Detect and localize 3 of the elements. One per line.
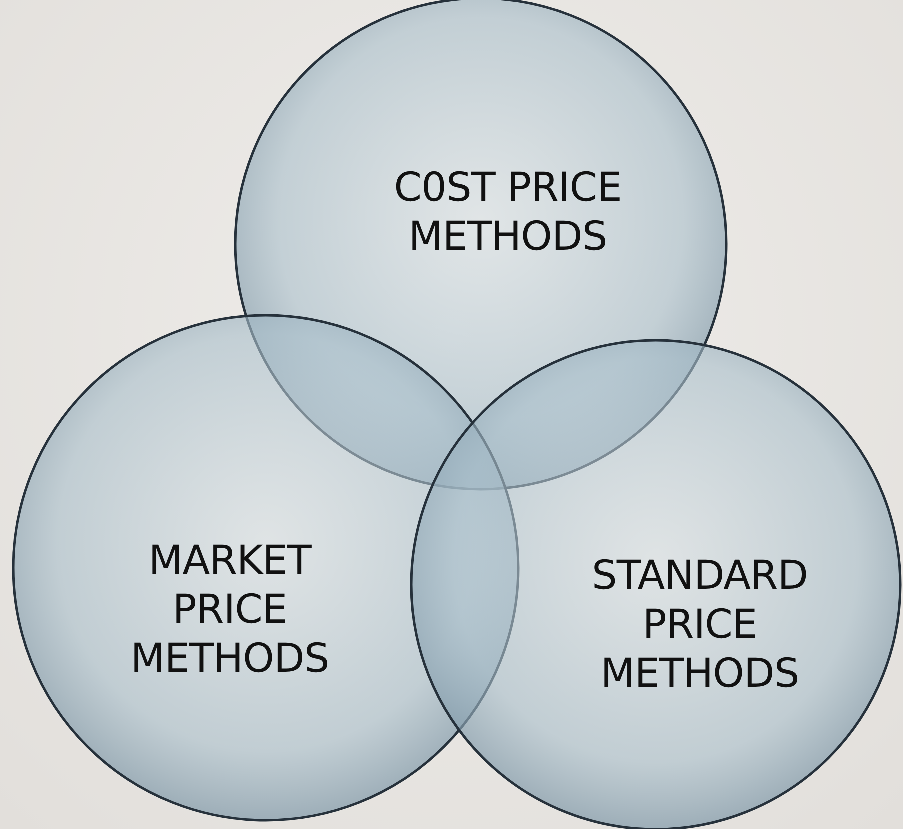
circle-label: MARKET PRICE METHODS xyxy=(130,536,330,684)
circle-label: C0ST PRICE METHODS xyxy=(393,164,623,262)
circle-label: STANDARD PRICE METHODS xyxy=(590,552,810,698)
